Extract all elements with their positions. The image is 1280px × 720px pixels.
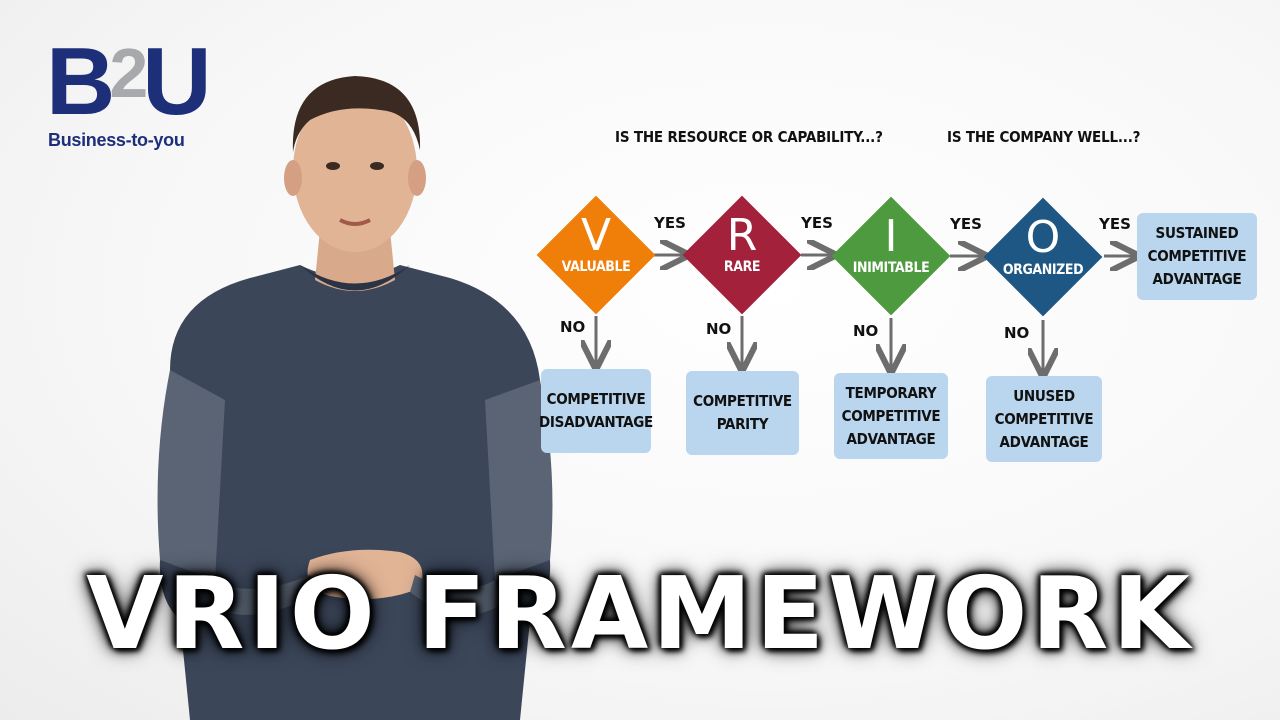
presenter-hair [292,76,421,152]
outcome-competitive-disadvantage: COMPETITIVE DISADVANTAGE [539,369,653,453]
yes-label-4: YES [1099,215,1131,233]
presenter-shirt-sleeve-left [157,370,225,580]
diamond-valuable-letter: V [580,210,612,261]
diamond-rare-label: RARE [723,259,761,275]
video-title: VRIO FRAMEWORK [86,555,1194,672]
presenter-ear-left [284,160,302,196]
diamond-organized-label: ORGANIZED [1002,262,1084,278]
outcome-unused-competitive-advantage: UNUSED COMPETITIVE ADVANTAGE [986,376,1102,462]
question-resource-capability: IS THE RESOURCE OR CAPABILITY...? [615,128,883,146]
logo-letter-u: U [142,28,211,135]
presenter-collar [300,265,410,291]
diamond-inimitable-label: INIMITABLE [852,260,930,276]
yes-label-2: YES [801,214,833,232]
diamond-inimitable-letter: I [884,211,898,262]
presenter-eye-left [326,162,340,170]
presenter-shirt-sleeve-right [485,380,553,580]
presenter-eye-right [370,162,384,170]
outcome-competitive-parity: COMPETITIVE PARITY [686,371,799,455]
outcome-sustained-competitive-advantage: SUSTAINED COMPETITIVE ADVANTAGE [1137,213,1257,300]
yes-label-3: YES [950,215,982,233]
diamond-valuable-label: VALUABLE [561,259,631,275]
presenter-forearm-right [410,575,500,615]
presenter-hands [307,549,423,600]
presenter-ear-right [408,160,426,196]
no-label-1: NO [560,318,586,336]
logo-tagline: Business-to-you [48,130,185,150]
presenter-forearm-left [210,575,320,615]
diamond-rare-letter: R [726,210,758,261]
presenter-head [293,88,417,252]
no-label-4: NO [1004,324,1030,342]
logo-digit-2: 2 [109,34,148,112]
diamond-organized-letter: O [1025,212,1061,263]
presenter-figure [157,76,553,720]
no-label-3: NO [853,322,879,340]
no-label-2: NO [706,320,732,338]
logo-letter-b: B [46,28,115,135]
presenter-mouth [339,218,371,226]
outcome-temporary-competitive-advantage: TEMPORARY COMPETITIVE ADVANTAGE [834,373,948,459]
yes-label-1: YES [654,214,686,232]
question-company-well: IS THE COMPANY WELL...? [947,128,1141,146]
